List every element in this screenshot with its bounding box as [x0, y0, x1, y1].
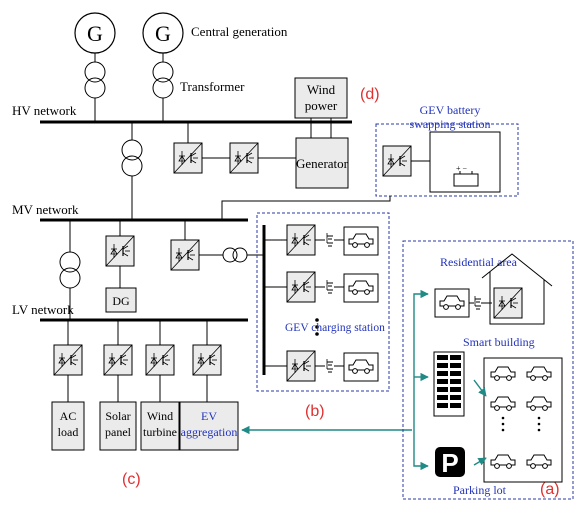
gev-swap-title-1: GEV battery [420, 103, 481, 117]
wind-power-box: Wind power [294, 77, 348, 119]
gev-charging-label: GEV charging station [285, 322, 385, 334]
wind-turbine-label-1: Wind [147, 409, 173, 423]
coupling-transformer-a [222, 247, 238, 263]
link-parking-lot [413, 430, 429, 471]
transformer-label: Transformer [180, 79, 245, 94]
lv-network-label: LV network [12, 302, 74, 317]
hv-converter-1 [173, 142, 203, 174]
marker-d: (d) [360, 86, 380, 103]
wind-turbine-label-2: turbine [143, 425, 177, 439]
lv-branch-ac-load: AC load [51, 320, 85, 451]
mv-network-label: MV network [12, 202, 79, 217]
link-residential [413, 289, 429, 430]
marker-a: (a) [540, 481, 560, 498]
dg-label: DG [112, 294, 130, 308]
swap-bay: + − [429, 131, 501, 193]
parking-symbol: P [441, 448, 458, 478]
link-building-to-grid [473, 379, 487, 397]
generator-2-symbol: G [155, 21, 171, 46]
dg-box: DG [105, 287, 137, 313]
hv-mv-transformer [121, 122, 143, 220]
coupling-transformer-b [232, 247, 248, 263]
region-a [402, 240, 574, 500]
mv-lv-transformer [59, 220, 81, 320]
generator-label: Generator [296, 156, 349, 171]
generator-1-symbol: G [87, 21, 103, 46]
solar-panel-label-1: Solar [105, 409, 130, 423]
parking-icon: P [435, 447, 465, 478]
generator-box: Generator [295, 137, 349, 189]
gev-swap-title-2: swapping station [410, 117, 491, 131]
lv-branch-wind-turbine: Wind turbine [140, 320, 180, 451]
residential-house [481, 253, 553, 325]
transformer-1 [84, 53, 106, 122]
charger-2 [264, 271, 379, 303]
charger-3 [264, 350, 379, 382]
mv-charging-converter [170, 239, 200, 271]
swap-converter [382, 145, 412, 177]
residential-area-label: Residential area [440, 255, 518, 269]
gev-swap-region [375, 123, 519, 197]
battery-icon: + − [456, 164, 468, 173]
central-generation-label: Central generation [191, 24, 288, 39]
ac-load-label-1: AC [60, 409, 77, 423]
lv-branch-ev-aggregation: EV aggregation [179, 320, 239, 451]
smart-building-label: Smart building [463, 335, 535, 349]
smart-building-icon [433, 351, 465, 417]
marker-c: (c) [122, 471, 141, 488]
hv-converter-2 [229, 142, 259, 174]
wind-power-label-2: power [305, 98, 338, 113]
charger-dots [315, 318, 319, 336]
charger-1 [264, 224, 379, 256]
generator-2: G [142, 12, 184, 54]
ev-aggregation-label-2: aggregation [181, 425, 238, 439]
ev-aggregation-label-1: EV [201, 409, 217, 423]
marker-b: (b) [305, 403, 325, 420]
generator-1: G [74, 12, 116, 54]
residential-converter [493, 287, 523, 319]
link-parking-to-grid [473, 457, 487, 466]
dg-converter [105, 235, 135, 267]
residential-car-box [434, 287, 523, 319]
hv-network-label: HV network [12, 103, 77, 118]
wind-power-label-1: Wind [307, 82, 336, 97]
solar-panel-label-2: panel [105, 425, 132, 439]
ac-load-label-2: load [58, 425, 79, 439]
transformer-2 [152, 53, 174, 122]
lv-branch-solar-panel: Solar panel [99, 320, 137, 451]
gev-charging-region [256, 212, 390, 392]
parking-lot-label: Parking lot [453, 483, 507, 497]
parking-dots [501, 416, 541, 432]
